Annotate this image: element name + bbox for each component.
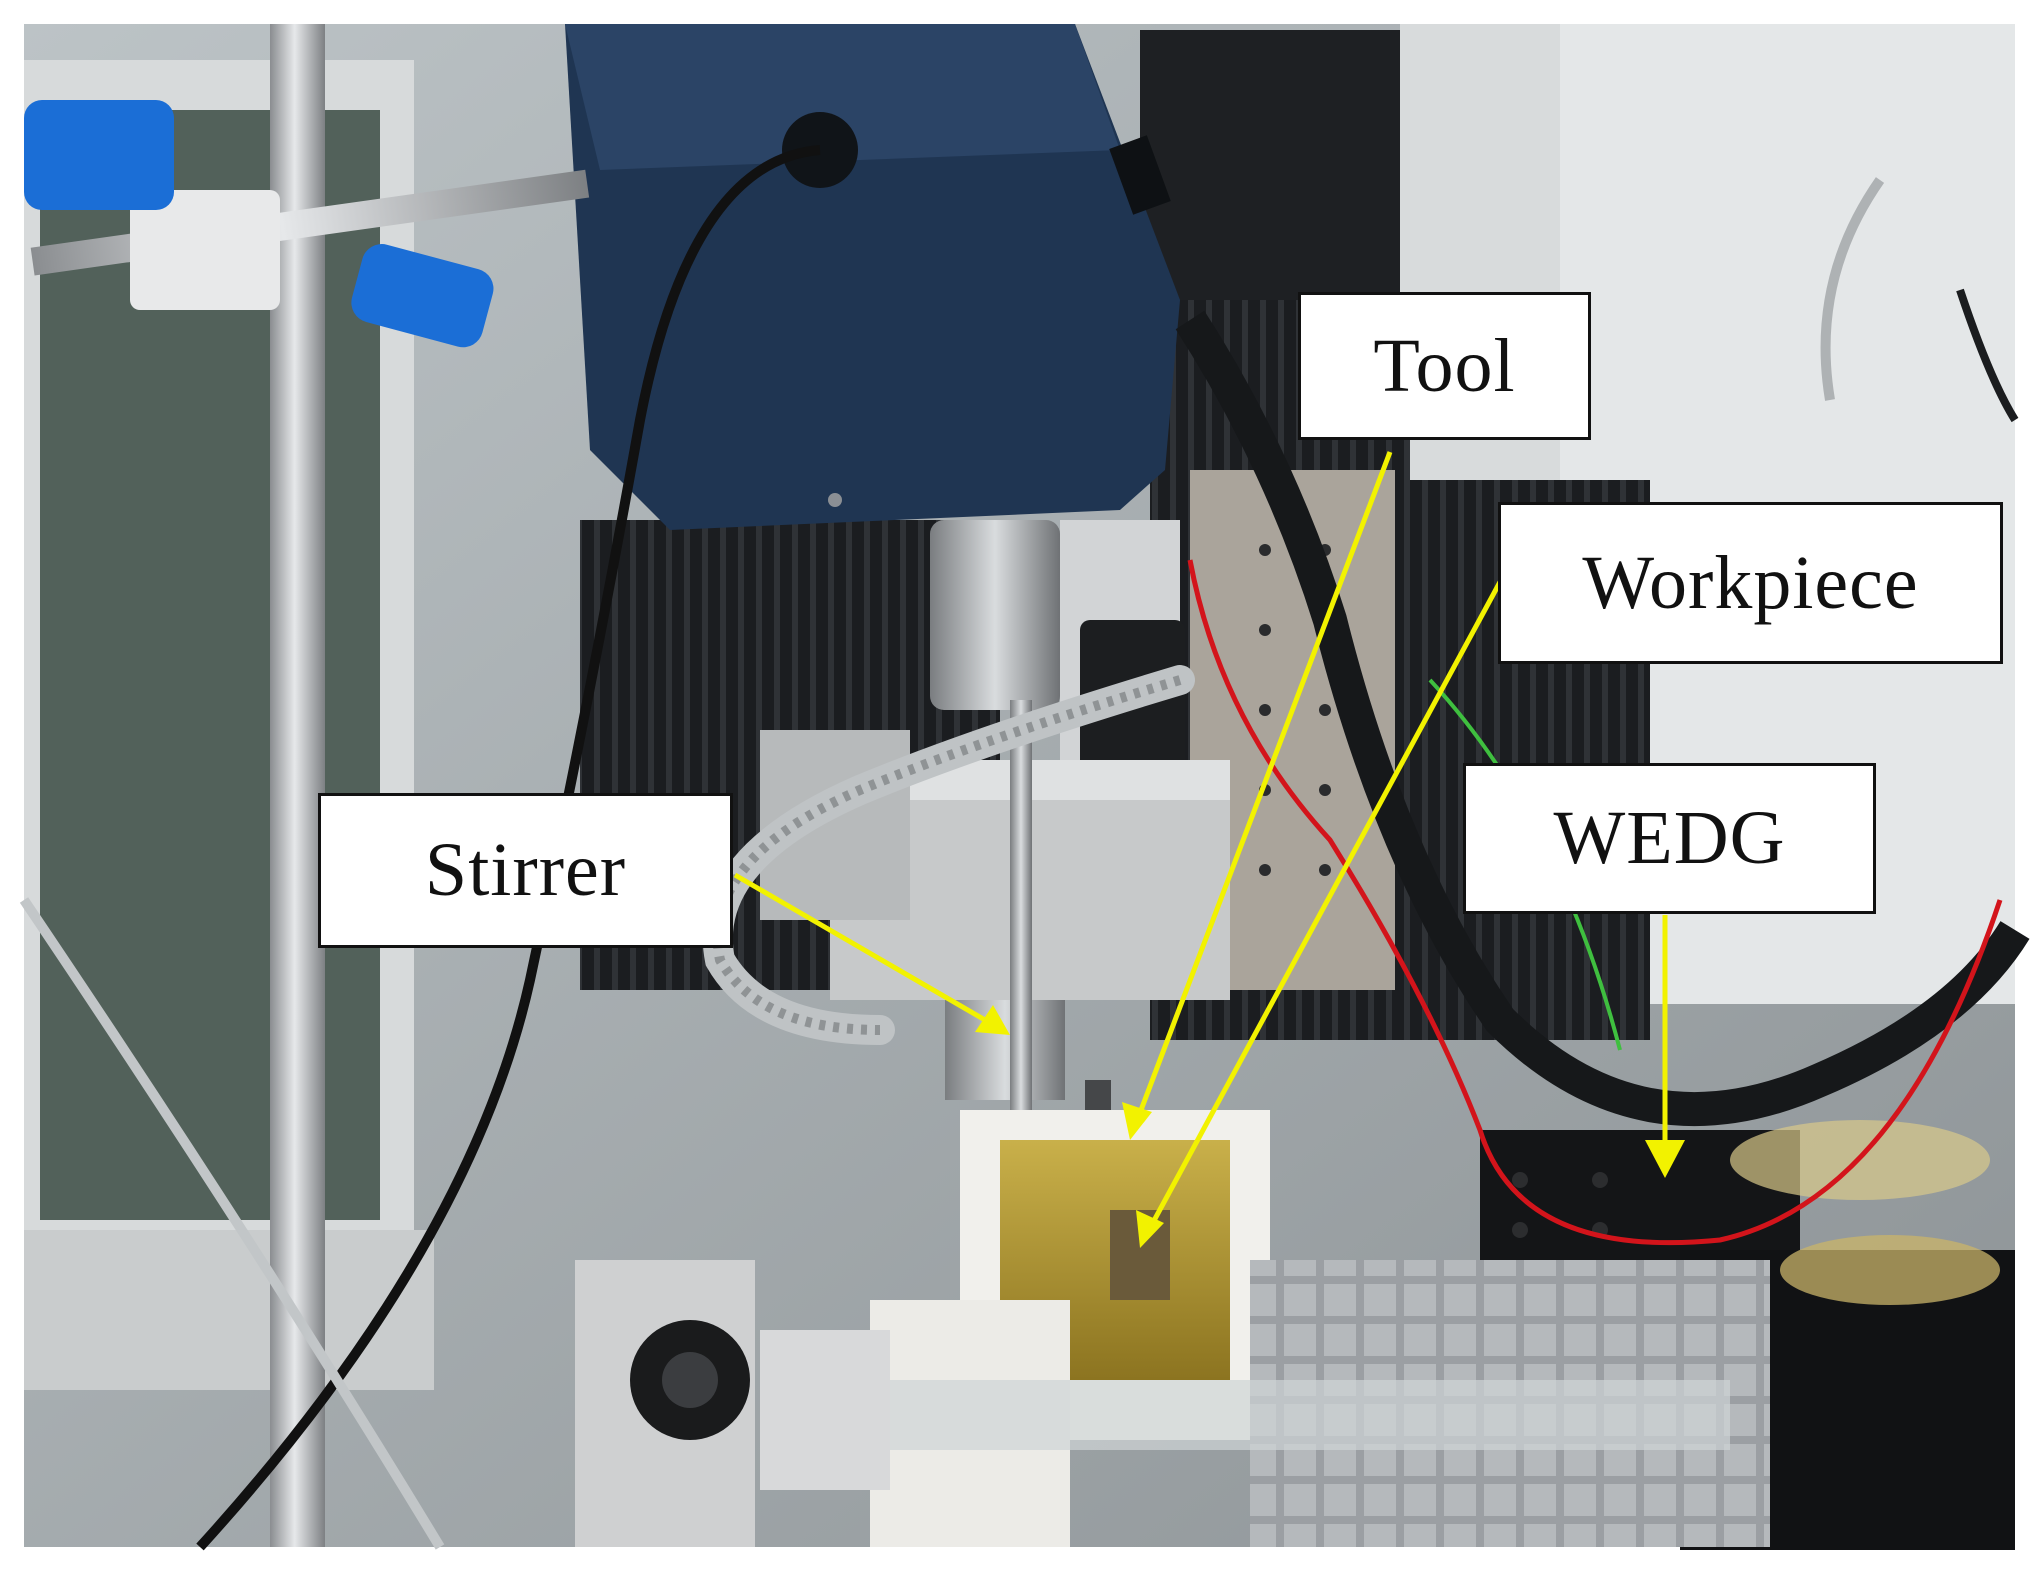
annotation-arrows — [733, 451, 1685, 1248]
workpiece-label: Workpiece — [1498, 502, 2003, 664]
stirrer-label: Stirrer — [318, 793, 733, 948]
tool-label: Tool — [1298, 292, 1591, 440]
wedg-label: WEDG — [1463, 763, 1876, 914]
